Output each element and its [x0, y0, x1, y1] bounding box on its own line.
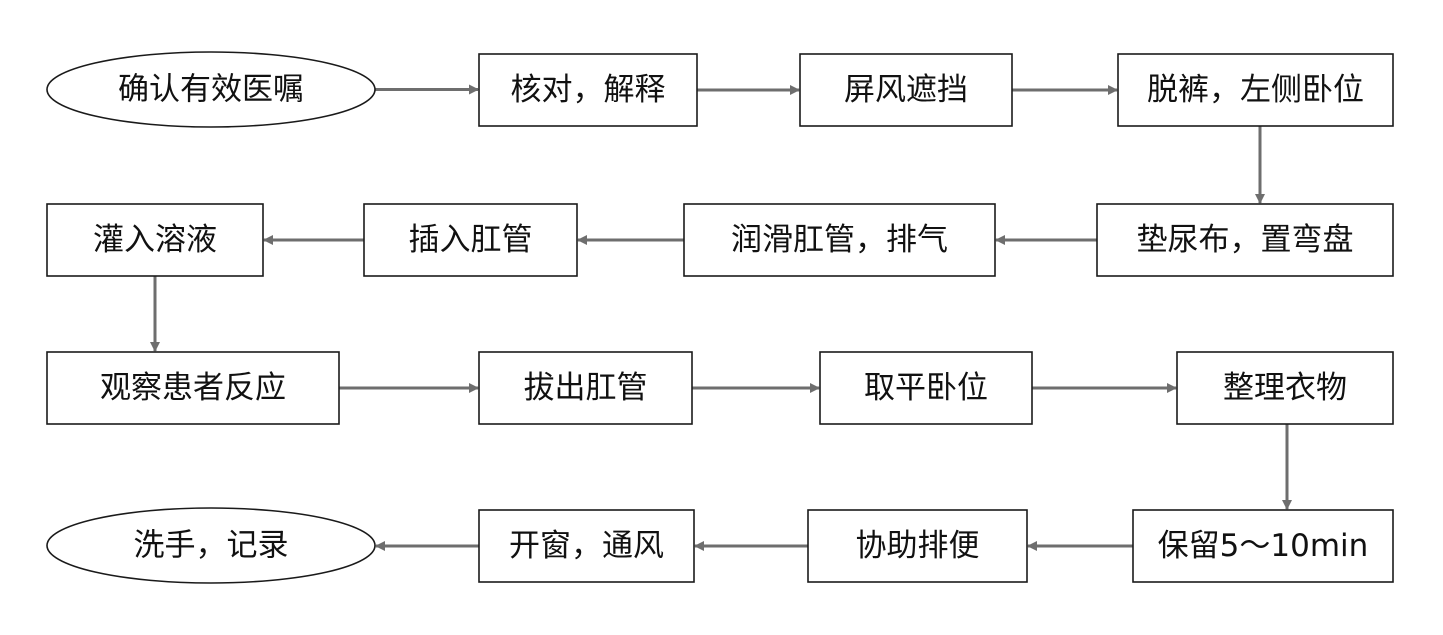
- flow-node: 洗手，记录: [46, 507, 376, 584]
- node-label: 开窗，通风: [509, 528, 664, 564]
- flow-node: 核对，解释: [478, 53, 698, 127]
- node-label: 核对，解释: [511, 72, 666, 108]
- flow-node: 屏风遮挡: [799, 53, 1013, 127]
- process-box: [1132, 509, 1394, 583]
- process-box: [46, 203, 264, 277]
- flow-node: 确认有效医嘱: [46, 51, 376, 128]
- node-label: 确认有效医嘱: [118, 72, 304, 108]
- process-box: [363, 203, 578, 277]
- process-box: [819, 351, 1033, 425]
- flow-node: 拔出肛管: [478, 351, 693, 425]
- node-label: 取平卧位: [864, 370, 988, 406]
- process-box: [1176, 351, 1394, 425]
- node-label: 屏风遮挡: [844, 72, 968, 108]
- flow-node: 整理衣物: [1176, 351, 1394, 425]
- process-box: [1096, 203, 1394, 277]
- process-box: [478, 509, 695, 583]
- flow-node: 脱裤，左侧卧位: [1117, 53, 1394, 127]
- flow-node: 观察患者反应: [46, 351, 340, 425]
- flow-node: 灌入溶液: [46, 203, 264, 277]
- node-label: 保留5～10min: [1158, 528, 1369, 564]
- flow-node: 协助排便: [807, 509, 1028, 583]
- node-label: 灌入溶液: [93, 222, 217, 258]
- flow-node: 润滑肛管，排气: [683, 203, 996, 277]
- node-label: 脱裤，左侧卧位: [1147, 72, 1364, 108]
- process-box: [683, 203, 996, 277]
- process-box: [478, 53, 698, 127]
- node-label: 拔出肛管: [524, 370, 648, 406]
- flow-node: 取平卧位: [819, 351, 1033, 425]
- process-box: [478, 351, 693, 425]
- node-label: 整理衣物: [1223, 370, 1347, 406]
- process-box: [46, 351, 340, 425]
- node-label: 协助排便: [856, 528, 980, 564]
- flow-node: 开窗，通风: [478, 509, 695, 583]
- process-box: [799, 53, 1013, 127]
- terminal-ellipse: [46, 51, 376, 128]
- process-box: [1117, 53, 1394, 127]
- terminal-ellipse: [46, 507, 376, 584]
- node-label: 垫尿布，置弯盘: [1137, 222, 1354, 258]
- node-label: 插入肛管: [409, 222, 533, 258]
- flow-node: 保留5～10min: [1132, 509, 1394, 583]
- node-label: 洗手，记录: [134, 528, 289, 564]
- process-box: [807, 509, 1028, 583]
- node-label: 观察患者反应: [100, 370, 286, 406]
- flow-node: 插入肛管: [363, 203, 578, 277]
- node-label: 润滑肛管，排气: [731, 222, 948, 258]
- flow-node: 垫尿布，置弯盘: [1096, 203, 1394, 277]
